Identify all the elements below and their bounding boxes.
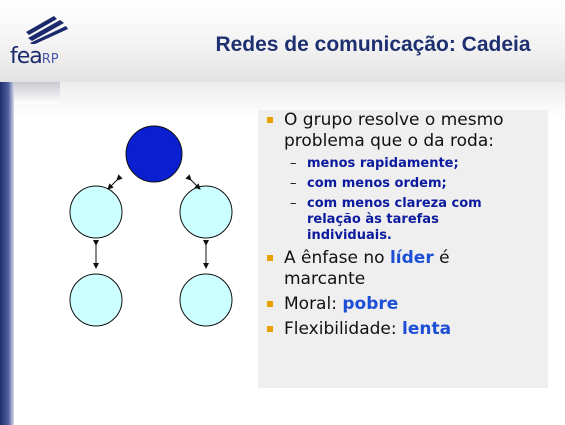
member-node-left-top	[69, 185, 123, 239]
logo-main: fea	[10, 44, 43, 69]
slide-header: feaRP Redes de comunicação: Cadeia	[0, 0, 565, 82]
link-leader-right	[185, 174, 201, 190]
bullet-highlight: líder	[389, 248, 434, 268]
slide-title: Redes de comunicação: Cadeia	[215, 33, 531, 56]
bullet-text-pre: Moral:	[284, 294, 343, 314]
sub-bullet-item: –com menos ordem;	[290, 176, 447, 191]
member-node-right-top	[179, 185, 233, 239]
sub-bullet-item: –menos rapidamente;	[290, 156, 459, 171]
member-node-left-bottom	[69, 273, 123, 327]
bullet-square-icon	[267, 326, 273, 332]
bullet-list: O grupo resolve o mesmo problema que o d…	[258, 110, 534, 340]
bullet-item: A ênfase no líder é marcante	[258, 248, 504, 290]
bullet-square-icon	[267, 117, 273, 123]
left-accent-bar	[0, 82, 14, 425]
bullet-text-post: é marcante	[284, 248, 450, 289]
leader-node	[125, 125, 183, 183]
bullet-text: O grupo resolve o mesmo problema que o d…	[284, 110, 504, 151]
bullet-item: Flexibilidade: lenta	[258, 319, 534, 340]
bullet-item: Moral: pobre	[258, 294, 534, 315]
bullet-panel: O grupo resolve o mesmo problema que o d…	[258, 110, 548, 388]
sub-bullet-text: com menos ordem;	[307, 176, 447, 191]
left-bar-cap	[0, 82, 60, 104]
logo-text: feaRP	[10, 44, 59, 69]
bullet-square-icon	[267, 255, 273, 261]
bullet-highlight: lenta	[402, 319, 452, 339]
logo-suffix: RP	[41, 52, 59, 67]
bullet-text-pre: A ênfase no	[284, 248, 390, 268]
fea-rp-logo: feaRP	[8, 14, 88, 74]
link-leader-left	[107, 174, 123, 190]
member-node-right-bottom	[179, 273, 233, 327]
logo-wing-icon	[26, 16, 68, 44]
sub-bullet-list: –menos rapidamente; –com menos ordem; –c…	[284, 156, 534, 244]
chain-network-diagram	[69, 125, 233, 327]
bullet-highlight: pobre	[342, 294, 399, 314]
sub-bullet-text: com menos clareza com relação às tarefas…	[307, 196, 482, 243]
bullet-item: O grupo resolve o mesmo problema que o d…	[258, 110, 534, 244]
bullet-text-pre: Flexibilidade:	[284, 319, 402, 339]
sub-bullet-text: menos rapidamente;	[307, 156, 459, 171]
sub-bullet-item: –com menos clareza com relação às tarefa…	[290, 196, 482, 243]
bullet-square-icon	[267, 301, 273, 307]
